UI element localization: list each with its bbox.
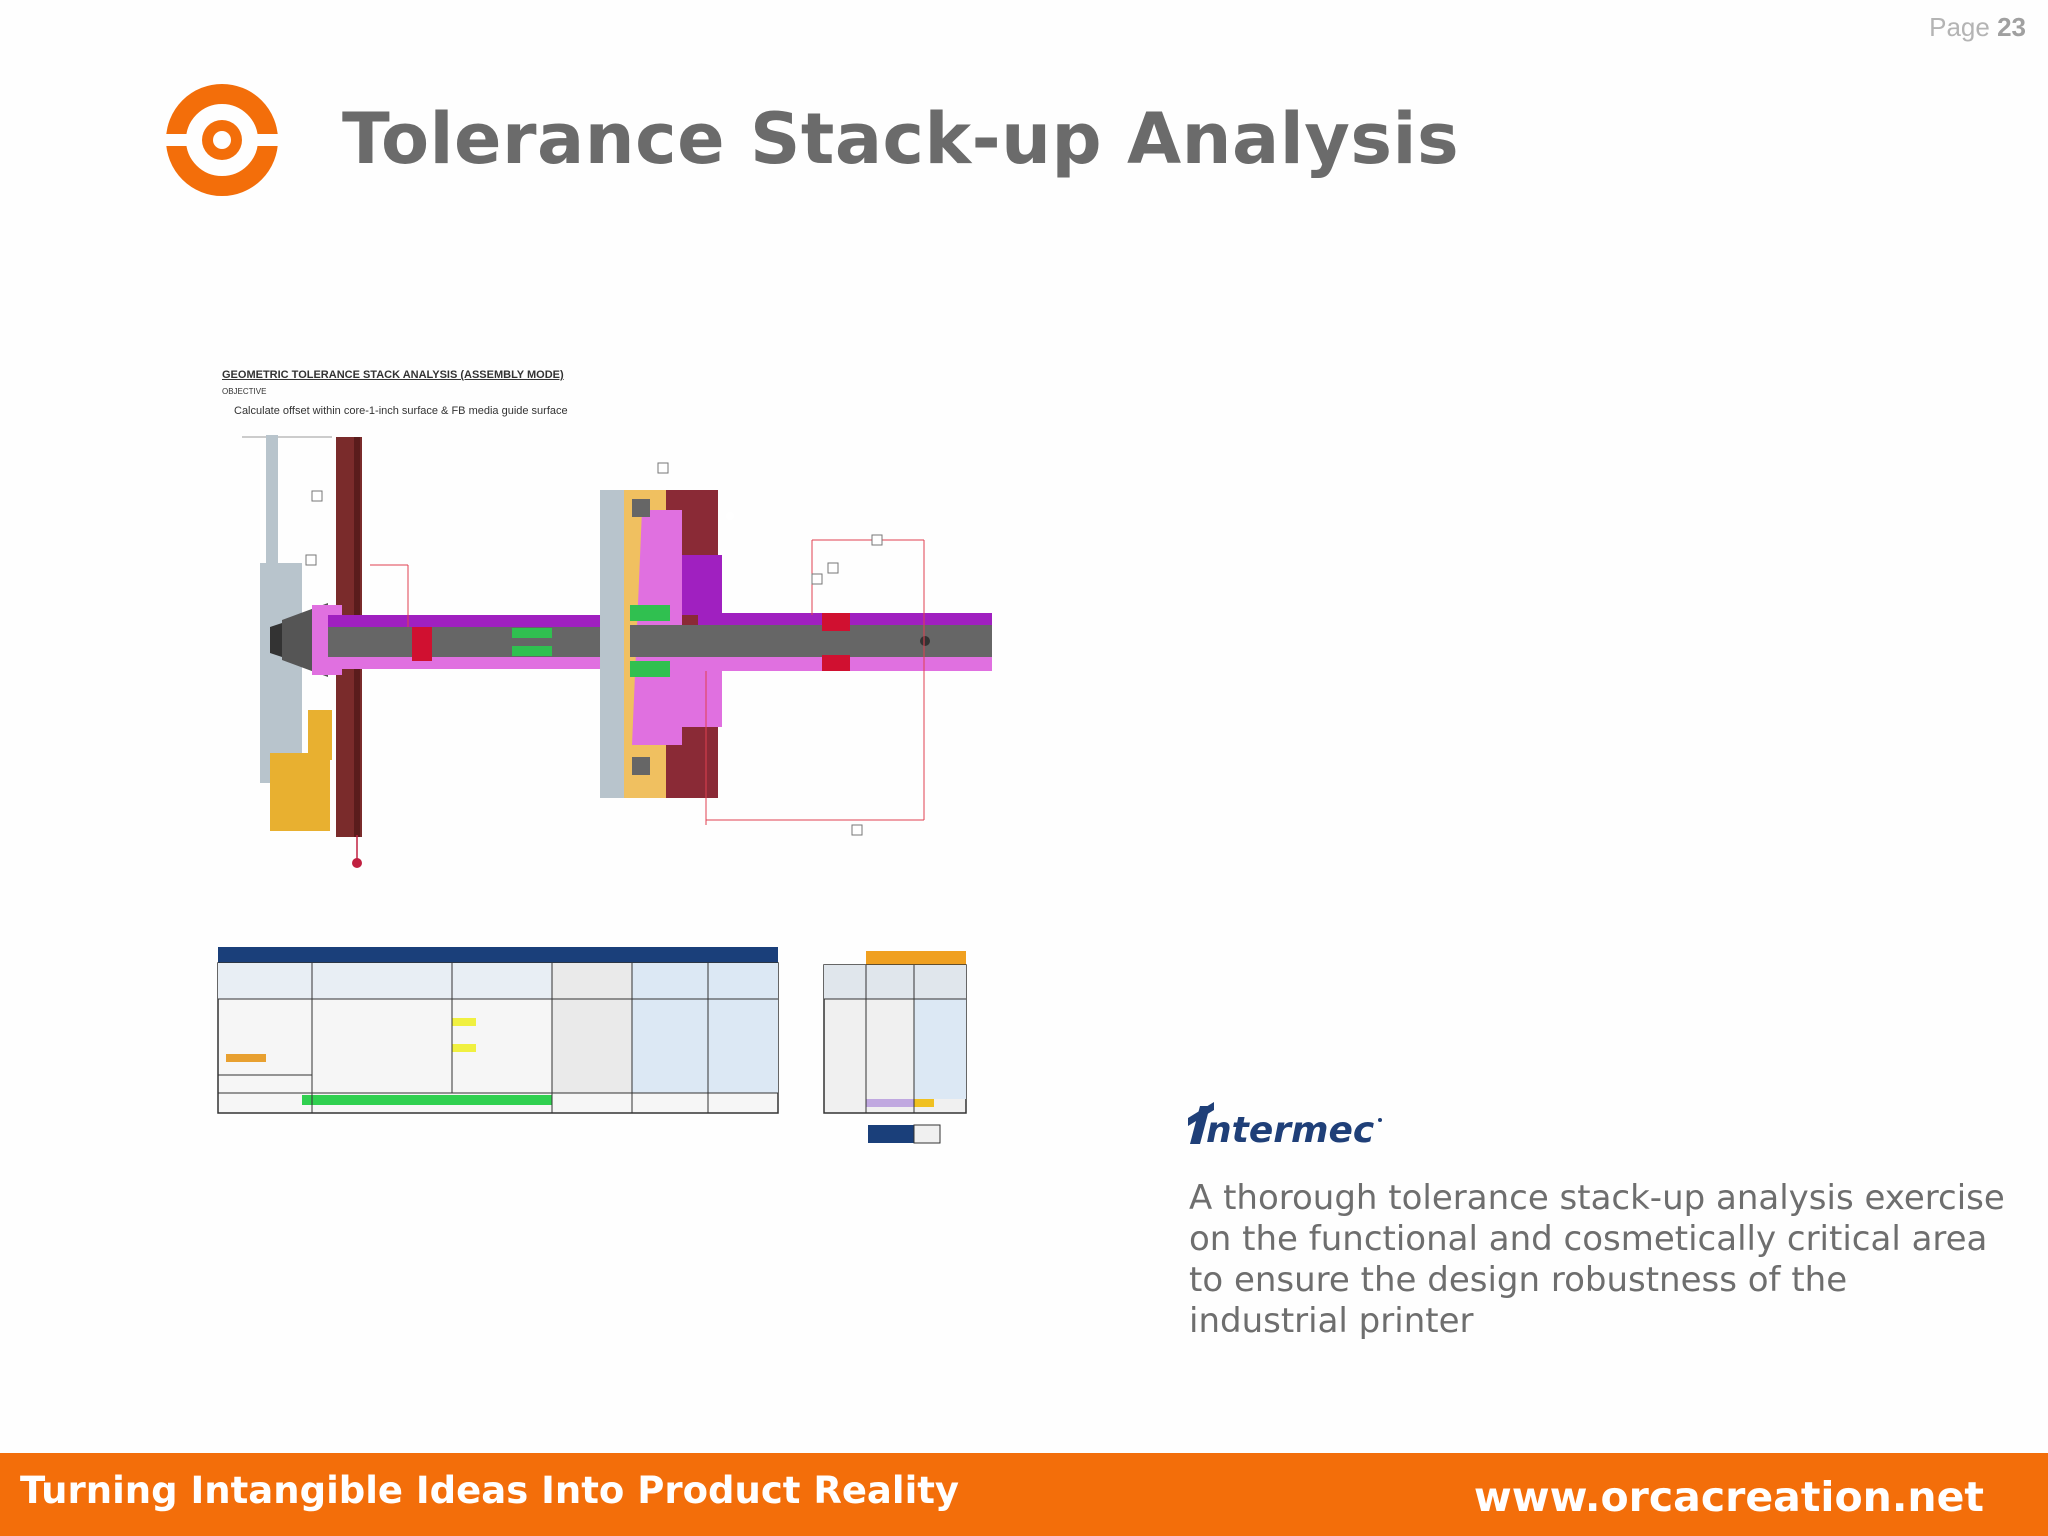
tolerance-analysis-figure: GEOMETRIC TOLERANCE STACK ANALYSIS (ASSE… (212, 365, 1012, 1175)
footer-tagline: Turning Intangible Ideas Into Product Re… (20, 1469, 960, 1512)
figure-objective-label: OBJECTIVE (222, 387, 267, 396)
assembly-cross-section-drawing (217, 435, 992, 1144)
slide-description: A thorough tolerance stack-up analysis e… (1189, 1178, 2005, 1341)
page-number: Page 23 (1929, 12, 2026, 43)
page-number-value: 23 (1997, 12, 2026, 42)
orca-logo-icon (166, 84, 278, 196)
page-title: Tolerance Stack-up Analysis (342, 98, 1460, 180)
footer-bar: Turning Intangible Ideas Into Product Re… (0, 1453, 2048, 1536)
svg-text:ntermec: ntermec (1206, 1110, 1374, 1150)
figure-heading: GEOMETRIC TOLERANCE STACK ANALYSIS (ASSE… (222, 369, 564, 381)
footer-website-link[interactable]: www.orcacreation.net (1473, 1473, 1984, 1521)
intermec-logo: ntermec (1188, 1102, 1382, 1150)
figure-objective-text: Calculate offset within core-1-inch surf… (234, 405, 568, 417)
page-number-label: Page (1929, 12, 1990, 42)
